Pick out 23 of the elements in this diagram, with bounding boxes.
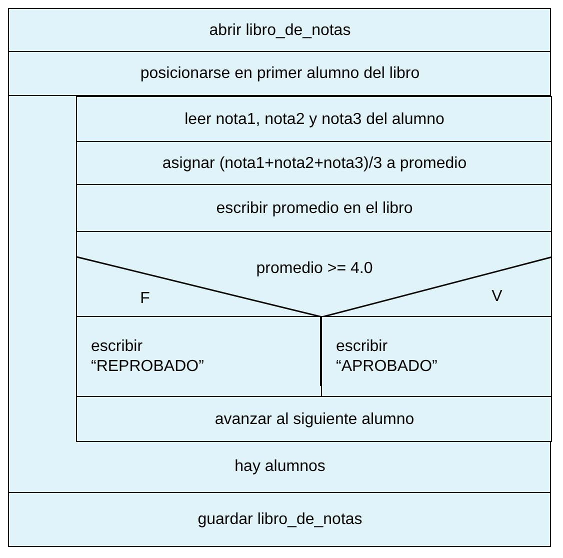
- branch-label: F: [139, 289, 151, 309]
- step-text: abrir libro_de_notas: [208, 20, 352, 40]
- step-text: escribir “REPROBADO”: [90, 337, 205, 377]
- process-box: [76, 396, 552, 442]
- loop-block: [8, 95, 551, 493]
- branch-label: V: [490, 287, 504, 307]
- step-text: escribir “APROBADO”: [335, 337, 438, 377]
- step-text: posicionarse en primer alumno del libro: [139, 64, 421, 84]
- process-box: [321, 316, 552, 397]
- process-box: [8, 8, 551, 52]
- step-text: escribir promedio en el libro: [215, 198, 414, 218]
- step-text: hay alumnos: [234, 457, 326, 477]
- process-box: [76, 141, 552, 185]
- step-text: asignar (nota1+nota2+nota3)/3 a promedio: [161, 154, 468, 174]
- step-text: avanzar al siguiente alumno: [214, 410, 416, 430]
- process-box: [76, 96, 552, 142]
- step-text: guardar libro_de_notas: [196, 510, 364, 530]
- process-box: [8, 51, 551, 96]
- process-box: [76, 316, 322, 397]
- process-box: [8, 492, 551, 547]
- process-box: [76, 184, 552, 232]
- step-text: leer nota1, nota2 y nota3 del alumno: [184, 110, 446, 130]
- condition-text: promedio >= 4.0: [255, 259, 374, 279]
